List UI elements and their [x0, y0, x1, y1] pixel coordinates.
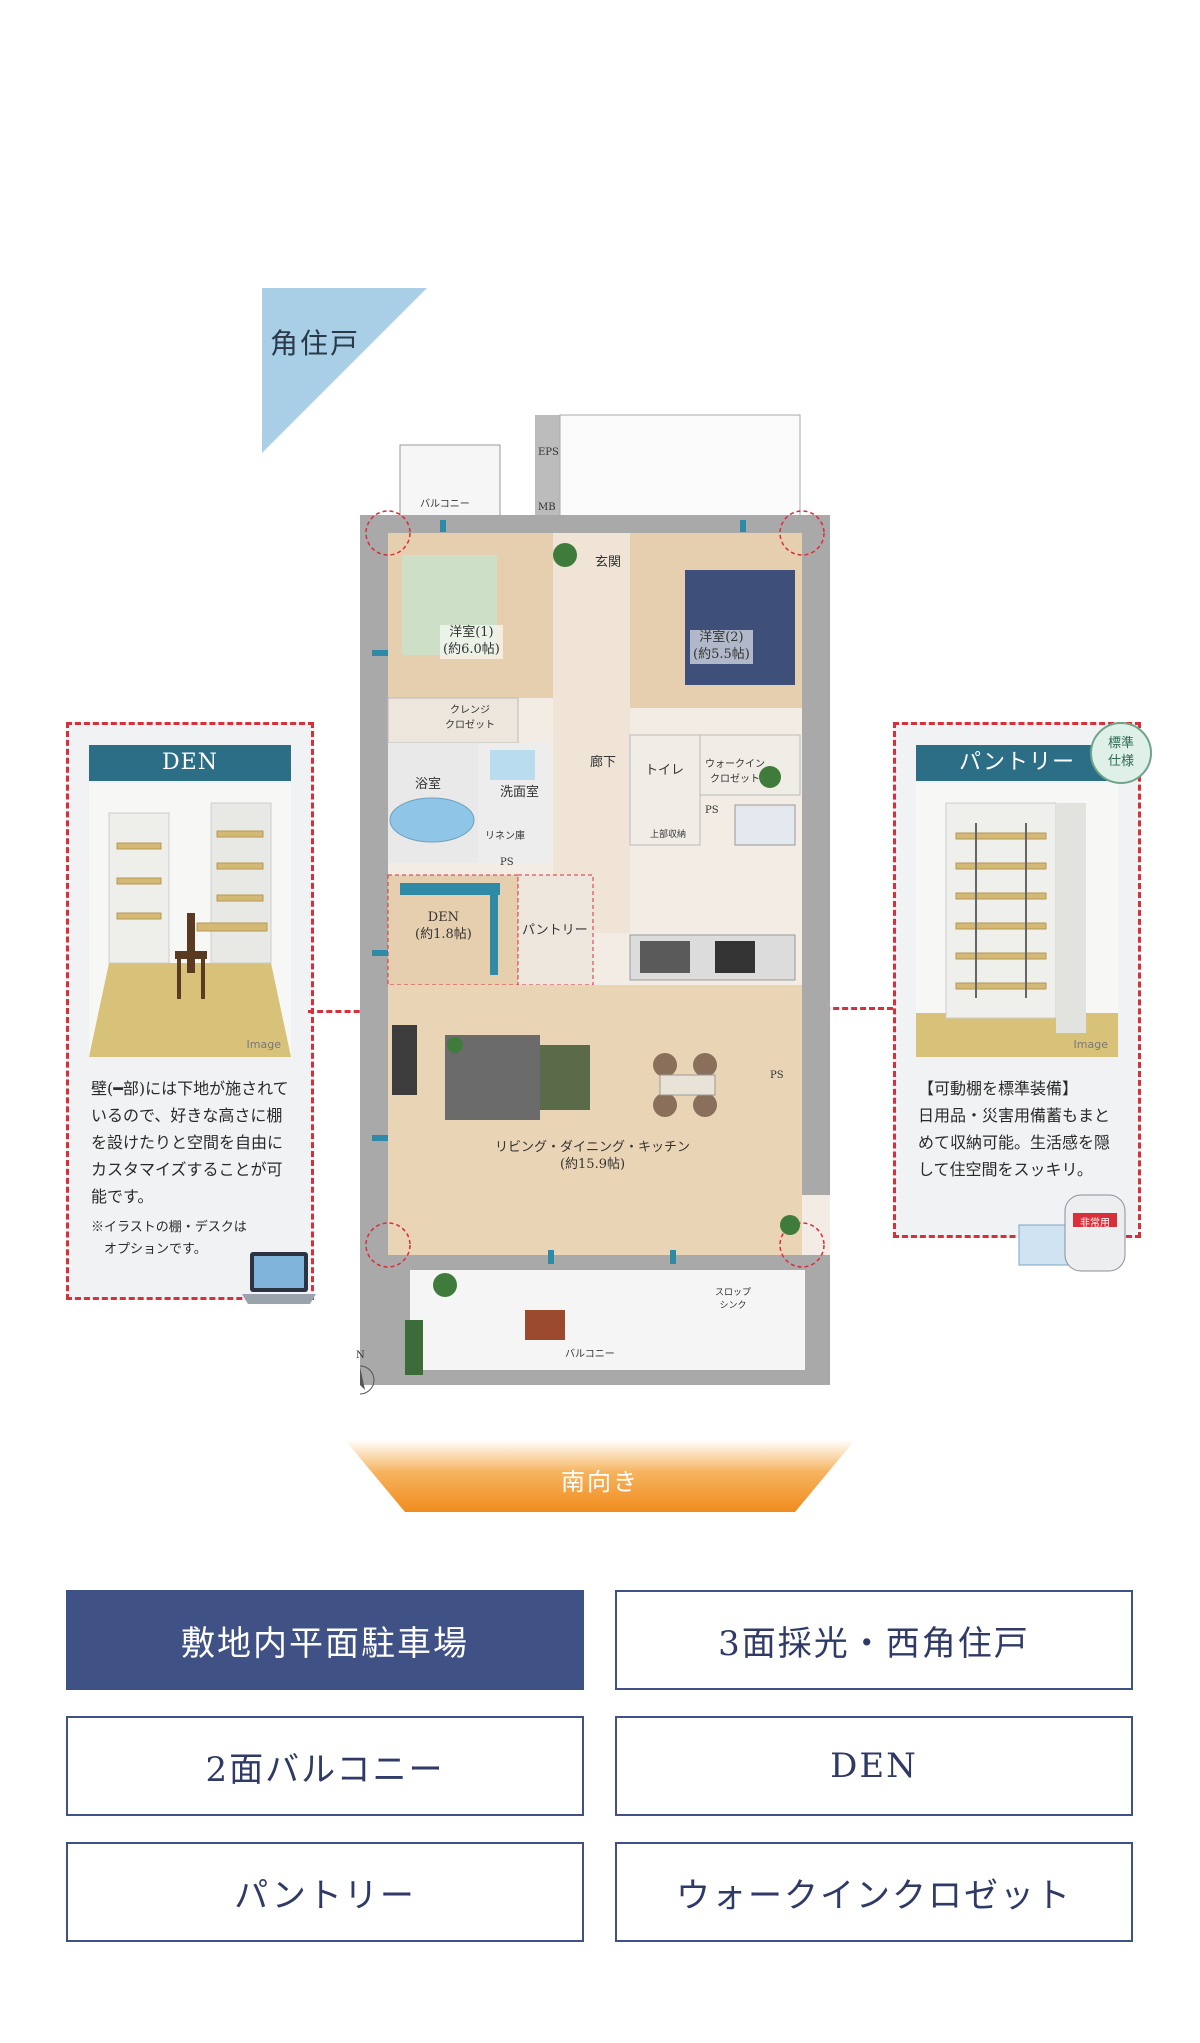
pantry-illustration: Image — [916, 783, 1118, 1057]
den-image-tag: Image — [246, 1038, 281, 1051]
balcony-south-label: バルコニー — [565, 1349, 615, 1360]
feature-pantry: パントリー — [66, 1842, 584, 1942]
standard-spec-badge: 標準 仕様 — [1090, 722, 1152, 784]
room-pantry: パントリー — [522, 923, 588, 938]
floor-plan: 洋室(1) (約6.0帖) 洋室(2) (約5.5帖) 玄関 廊下 トイレ ウォ… — [356, 405, 860, 1405]
south-orientation-label: 南向き — [561, 1468, 639, 1496]
emergency-kit-icon: 非常用 — [1015, 1185, 1135, 1275]
pantry-callout: パントリー Image 【可動棚を標準装備】 日用品・災害用備蓄もまとめて収納可… — [893, 722, 1141, 1238]
ps-label-1: PS — [705, 805, 719, 816]
feature-on-site-parking: 敷地内平面駐車場 — [66, 1590, 584, 1690]
room-bath: 浴室 — [415, 777, 442, 792]
feature-three-side-light: 3面採光・西角住戸 — [615, 1590, 1133, 1690]
pantry-image-tag: Image — [1073, 1038, 1108, 1051]
room-western-2: 洋室(2) (約5.5帖) — [690, 630, 753, 664]
pantry-callout-title: パントリー — [916, 745, 1118, 781]
room-den: DEN (約1.8帖) — [415, 910, 472, 942]
eps-label: EPS — [538, 447, 559, 458]
room-entrance: 玄関 — [595, 555, 622, 570]
laptop-icon — [242, 1252, 316, 1304]
balcony-north-label: バルコニー — [420, 499, 470, 510]
south-orientation-banner — [345, 1440, 855, 1512]
den-description: 壁(━部)には下地が施されているので、好きな高さに棚を設けたりと空間を自由にカス… — [91, 1079, 289, 1206]
emergency-label: 非常用 — [1080, 1218, 1110, 1229]
corner-unit-label: 角住戸 — [270, 327, 361, 360]
corner-unit-badge — [262, 288, 427, 453]
den-callout: DEN Image 壁(━部)には下地が施されているので、好きな高さに棚を設けた… — [66, 722, 314, 1300]
feature-walkin-closet: ウォークインクロゼット — [615, 1842, 1133, 1942]
mb-label: MB — [538, 502, 556, 513]
feature-den: DEN — [615, 1716, 1133, 1816]
room-western-1: 洋室(1) (約6.0帖) — [440, 625, 503, 659]
ps-label-3: PS — [770, 1070, 784, 1081]
room-linen: リネン庫 — [485, 831, 525, 842]
room-hallway: 廊下 — [590, 755, 617, 770]
north-label: N — [356, 1350, 365, 1361]
feature-two-balconies: 2面バルコニー — [66, 1716, 584, 1816]
pantry-heading: 【可動棚を標準装備】 — [918, 1079, 1079, 1098]
den-connector — [308, 1010, 378, 1013]
room-washroom: 洗面室 — [500, 785, 540, 800]
den-note: ※イラストの棚・デスクは オプションです。 — [91, 1220, 247, 1257]
room-closet: クレンジ クロゼット — [445, 705, 495, 731]
upper-storage-label: 上部収納 — [650, 830, 687, 840]
room-ldk: リビング・ダイニング・キッチン (約15.9帖) — [495, 1140, 691, 1172]
room-walkin-closet: ウォークイン クロゼット — [705, 759, 765, 785]
slop-sink-label: スロップ シンク — [715, 1288, 752, 1311]
ps-label-2: PS — [500, 857, 514, 868]
room-toilet: トイレ — [645, 763, 685, 778]
pantry-description: 日用品・災害用備蓄もまとめて収納可能。生活感を隠して住空間をスッキリ。 — [918, 1106, 1111, 1179]
den-callout-title: DEN — [89, 745, 291, 781]
den-illustration: Image — [89, 783, 291, 1057]
